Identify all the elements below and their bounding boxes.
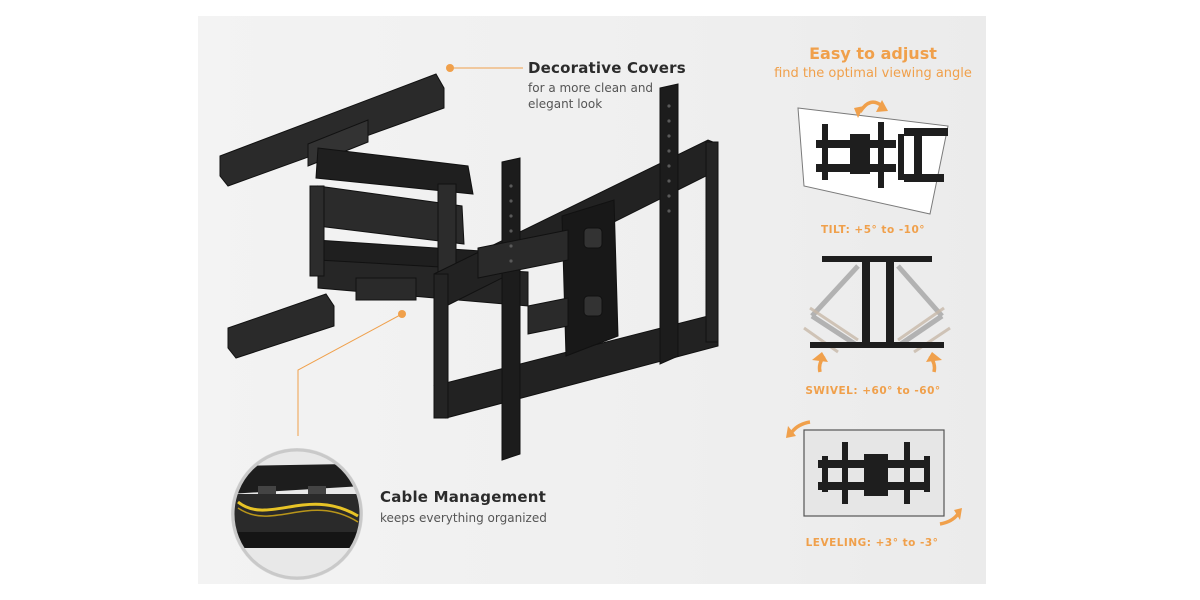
adjust-subtitle: find the optimal viewing angle (774, 66, 972, 81)
swivel-caption: SWIVEL: +60° to -60° (805, 385, 941, 397)
leveling-caption: LEVELING: +3° to -3° (805, 537, 939, 549)
adjust-title: Easy to adjust (809, 44, 937, 63)
tv-mount-illustration (219, 64, 951, 580)
tilt-diagram (797, 107, 949, 215)
cable-callout: Cable Management keeps everything organi… (380, 488, 547, 526)
tilt-caption: TILT: +5° to -10° (820, 224, 926, 236)
covers-line-2: elegant look (528, 97, 603, 111)
swivel-diagram (803, 256, 951, 354)
leveling-arrow-icon (786, 420, 962, 526)
cable-title: Cable Management (380, 488, 547, 506)
leveling-diagram (803, 429, 945, 517)
cable-subtitle: keeps everything organized (380, 511, 547, 525)
covers-line-1: for a more clean and (528, 81, 654, 95)
adjust-header: Easy to adjust find the optimal viewing … (758, 44, 986, 81)
tilt-arrow-icon (854, 100, 888, 118)
adjust-arrows (786, 100, 962, 526)
swivel-arrow-icon (812, 352, 942, 373)
covers-callout: Decorative Covers for a more clean and e… (528, 59, 686, 112)
covers-title: Decorative Covers (528, 59, 686, 77)
product-panel: Decorative Covers for a more clean and e… (198, 16, 986, 584)
